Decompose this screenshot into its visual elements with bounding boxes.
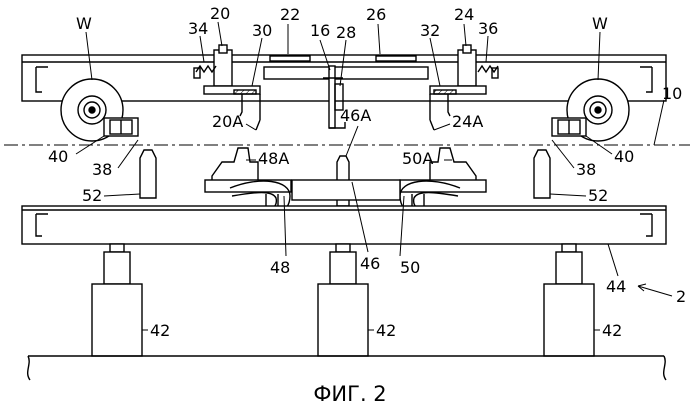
label-32: 32 [420,21,440,40]
label-44: 44 [606,277,626,296]
label-20: 20 [210,4,230,23]
label-34: 34 [188,19,208,38]
label-38-left: 38 [92,160,112,179]
label-24: 24 [454,5,474,24]
lower-frame-44 [22,206,666,244]
label-42-right: 42 [602,321,622,340]
label-52-left: 52 [82,186,102,205]
label-48: 48 [270,258,290,277]
label-24A: 24A [452,112,483,131]
roller-40-left [104,118,138,136]
roller-40-right [552,118,586,136]
label-40-left: 40 [48,147,68,166]
label-50A: 50A [402,149,433,168]
label-30: 30 [252,21,272,40]
label-2: 2 [676,287,686,306]
label-16: 16 [310,21,330,40]
ground-line [28,356,666,380]
label-46A: 46A [340,106,371,125]
label-42-middle: 42 [376,321,396,340]
label-26: 26 [366,5,386,24]
guide-pin-52-left [140,150,156,198]
label-52-right: 52 [588,186,608,205]
label-28: 28 [336,23,356,42]
guide-pin-52-right [534,150,550,198]
plate-22 [264,67,428,79]
label-40-right: 40 [614,147,634,166]
arrow-2 [638,284,672,296]
label-W-right: W [592,14,608,33]
jack-42-middle [318,284,368,356]
label-38-right: 38 [576,160,596,179]
label-42-left: 42 [150,321,170,340]
jack-42-right [544,284,594,356]
label-36: 36 [478,19,498,38]
label-50: 50 [400,258,420,277]
label-W-left: W [76,14,92,33]
label-22: 22 [280,5,300,24]
label-20A: 20A [212,112,243,131]
figure-caption: ФИГ. 2 [313,382,386,406]
center-block [292,180,400,200]
label-46: 46 [360,254,380,273]
jack-connectors [104,244,582,284]
jack-42-left [92,284,142,356]
label-10: 10 [662,84,682,103]
label-48A: 48A [258,149,289,168]
